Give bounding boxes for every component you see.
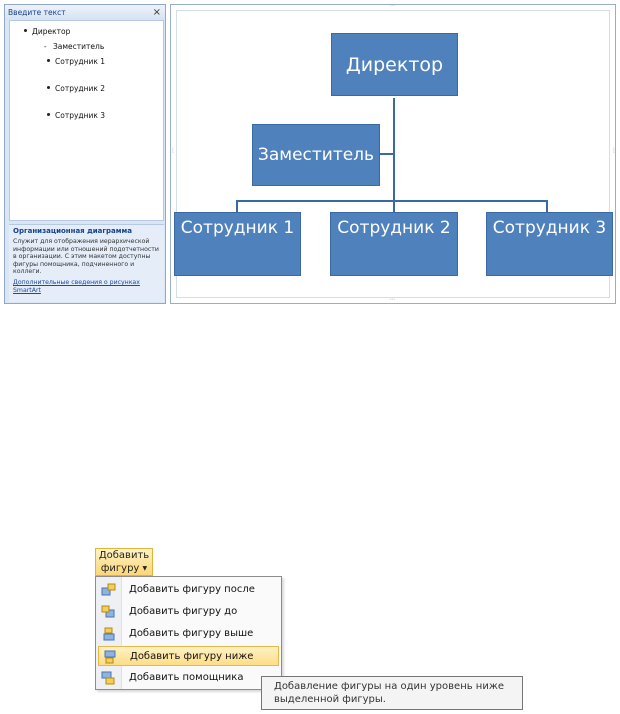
text-list[interactable]: Директор -Заместитель Сотрудник 1 Сотруд… (9, 20, 164, 221)
menu-item-add-assistant[interactable]: Добавить помощника (98, 668, 279, 688)
connector-horizontal (236, 200, 548, 202)
menu-item-add-after[interactable]: Добавить фигуру после (98, 580, 279, 600)
text-item-employee-1[interactable]: Сотрудник 1 (47, 57, 105, 67)
add-shape-before-icon (101, 605, 115, 618)
resize-handle-top[interactable]: ⋯ (389, 2, 395, 9)
tooltip-line-1: Добавление фигуры на один уровень ниже (274, 681, 505, 692)
menu-tooltip: Добавление фигуры на один уровень ниже в… (261, 676, 523, 710)
connector-assistant (379, 153, 394, 155)
diagram-frame (176, 10, 610, 298)
text-pane-title: Введите текст (8, 8, 66, 17)
add-shape-after-icon (101, 583, 116, 596)
node-director[interactable]: Директор (331, 33, 458, 96)
menu-item-add-above[interactable]: Добавить фигуру выше (98, 624, 279, 644)
resize-handle-right[interactable]: ⋮ (611, 147, 617, 154)
add-shape-label-line2: фигуру ▼ (100, 563, 148, 574)
node-assistant[interactable]: Заместитель (252, 124, 380, 186)
tooltip-line-2: выделенной фигуры. (274, 694, 386, 705)
close-icon[interactable]: × (152, 7, 161, 18)
add-assistant-icon (101, 671, 115, 685)
add-shape-below-icon (104, 650, 116, 664)
text-item-assistant[interactable]: -Заместитель (44, 42, 105, 51)
dash-icon: - (44, 43, 47, 51)
smartart-canvas[interactable]: ⋯ ⋯ ⋮ ⋮ Директор Заместитель Сотрудник 1… (170, 2, 617, 304)
bullet-icon (24, 29, 27, 32)
text-pane: Введите текст × Директор -Заместитель Со… (4, 4, 166, 304)
add-shape-menu: Добавить фигуру после Добавить фигуру до… (95, 576, 282, 690)
menu-item-add-below[interactable]: Добавить фигуру ниже (98, 646, 279, 666)
connector-employee-3 (546, 200, 548, 214)
layout-description-title: Организационная диаграмма (13, 227, 132, 235)
node-employee-2[interactable]: Сотрудник 2 (330, 212, 458, 276)
text-pane-header: Введите текст × (5, 5, 165, 20)
bullet-icon (47, 113, 50, 116)
connector-director-down (393, 98, 395, 215)
smartart-help-link[interactable]: Дополнительные сведения о рисунках Smart… (13, 278, 140, 294)
bullet-icon (47, 59, 50, 62)
text-item-employee-3[interactable]: Сотрудник 3 (47, 111, 105, 121)
add-shape-above-icon (103, 627, 115, 641)
dropdown-arrow-icon: ▼ (142, 565, 148, 572)
node-employee-3[interactable]: Сотрудник 3 (486, 212, 613, 276)
add-shape-label-line1: Добавить (98, 550, 150, 561)
resize-handle-bottom[interactable]: ⋯ (389, 296, 395, 303)
add-shape-button[interactable]: Добавить фигуру ▼ (95, 548, 153, 576)
text-item-employee-2[interactable]: Сотрудник 2 (47, 84, 105, 94)
resize-handle-left[interactable]: ⋮ (170, 147, 176, 154)
menu-item-add-before[interactable]: Добавить фигуру до (98, 602, 279, 622)
layout-description-text: Служит для отображения иерархической инф… (13, 238, 159, 276)
layout-description: Организационная диаграмма Служит для ото… (9, 224, 164, 302)
connector-employee-1 (236, 200, 238, 214)
node-employee-1[interactable]: Сотрудник 1 (174, 212, 301, 276)
text-item-director[interactable]: Директор (24, 27, 70, 37)
bullet-icon (47, 86, 50, 89)
